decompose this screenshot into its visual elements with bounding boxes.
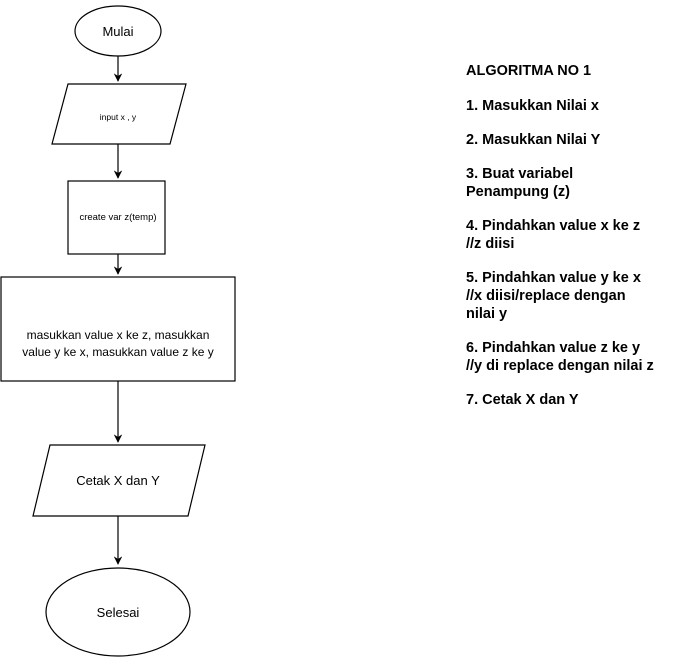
algorithm-step-2: 2. Masukkan Nilai Y <box>466 132 601 148</box>
create-temp-label: create var z(temp) <box>79 212 156 223</box>
algorithm-step-6: 6. Pindahkan value z ke y //y di replace… <box>466 340 654 374</box>
output-label: Cetak X dan Y <box>76 473 160 488</box>
algorithm-step-1: 1. Masukkan Nilai x <box>466 98 599 114</box>
end-label: Selesai <box>97 605 140 620</box>
swap-process-line2: value y ke x, masukkan value z ke y <box>22 345 213 359</box>
output-node: Cetak X dan Y <box>32 444 206 517</box>
algorithm-panel: ALGORITMA NO 1 1. Masukkan Nilai x 2. Ma… <box>466 62 689 425</box>
input-label: input x , y <box>100 112 137 122</box>
algorithm-steps: 1. Masukkan Nilai x 2. Masukkan Nilai Y … <box>466 97 689 409</box>
algorithm-step-4: 4. Pindahkan value x ke z //z diisi <box>466 218 641 252</box>
algorithm-step-3: 3. Buat variabel Penampung (z) <box>466 166 574 200</box>
start-label: Mulai <box>102 24 133 39</box>
start-node: Mulai <box>74 5 162 57</box>
algorithm-title: ALGORITMA NO 1 <box>466 63 592 79</box>
input-node: input x , y <box>51 83 187 145</box>
algorithm-step-7: 7. Cetak X dan Y <box>466 392 579 408</box>
end-node: Selesai <box>45 567 191 657</box>
swap-process-node: masukkan value x ke z, masukkan value y … <box>0 276 236 382</box>
algorithm-step-5: 5. Pindahkan value y ke x //x diisi/repl… <box>466 270 641 322</box>
create-temp-node: create var z(temp) <box>67 180 166 255</box>
swap-process-line1: masukkan value x ke z, masukkan <box>27 328 210 342</box>
